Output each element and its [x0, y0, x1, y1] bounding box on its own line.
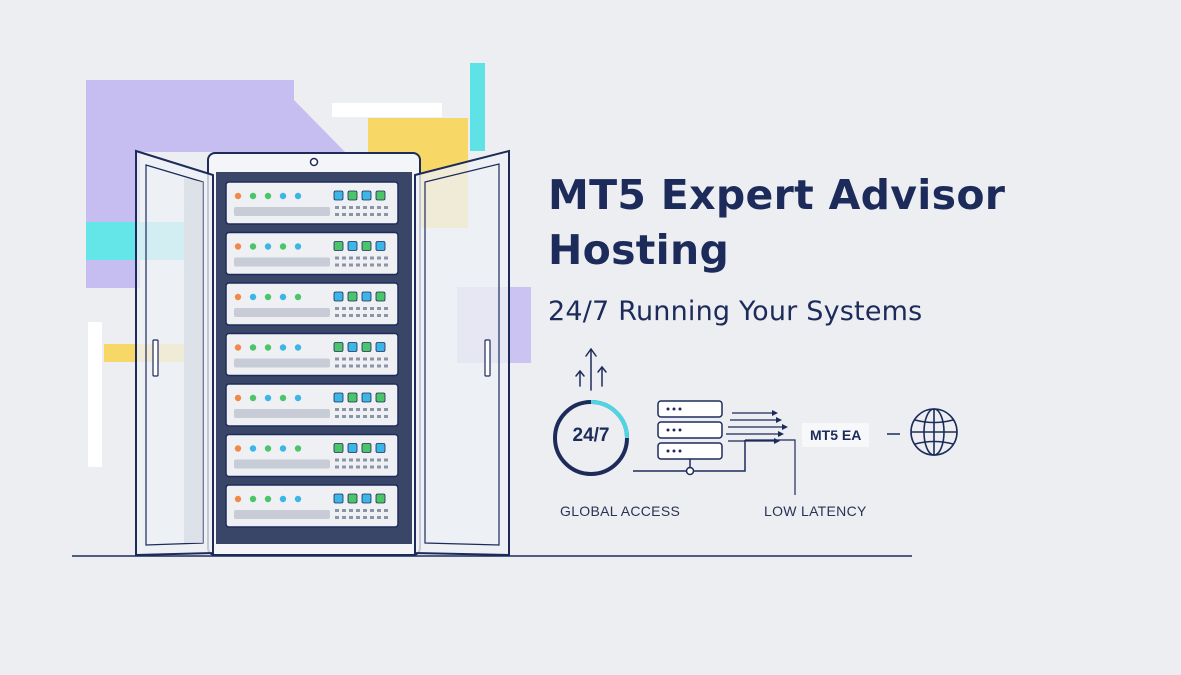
page-title: MT5 Expert Advisor Hosting: [548, 171, 1006, 274]
latency-connector: [745, 439, 796, 495]
clock-label: 24/7: [572, 425, 610, 446]
server-stack-icon: [633, 400, 746, 476]
right-door: [414, 149, 510, 557]
rack-unit: [225, 231, 399, 276]
server-rack-icon: [207, 152, 421, 556]
rack-unit: [225, 181, 399, 225]
rack-unit: [225, 332, 399, 377]
mt5-ea-badge: MT5 EA: [802, 423, 870, 447]
rack-unit: [225, 484, 399, 528]
upload-arrows-icon: [575, 347, 607, 391]
globe-icon: [910, 408, 958, 456]
clock-24-7-icon: [553, 400, 629, 476]
white-vertical-strip: [88, 322, 102, 467]
rack-unit: [225, 383, 399, 427]
data-flow-arrows: [726, 410, 788, 444]
global-access-label: GLOBAL ACCESS: [560, 503, 681, 519]
low-latency-label: LOW LATENCY: [764, 503, 867, 519]
lavender-shape: [86, 80, 345, 288]
page-subtitle: 24/7 Running Your Systems: [548, 296, 923, 327]
rack-unit: [225, 433, 399, 478]
cyan-vertical-bar: [470, 63, 485, 151]
white-strip: [332, 103, 442, 117]
left-door: [135, 149, 214, 557]
rack-unit: [225, 282, 399, 326]
